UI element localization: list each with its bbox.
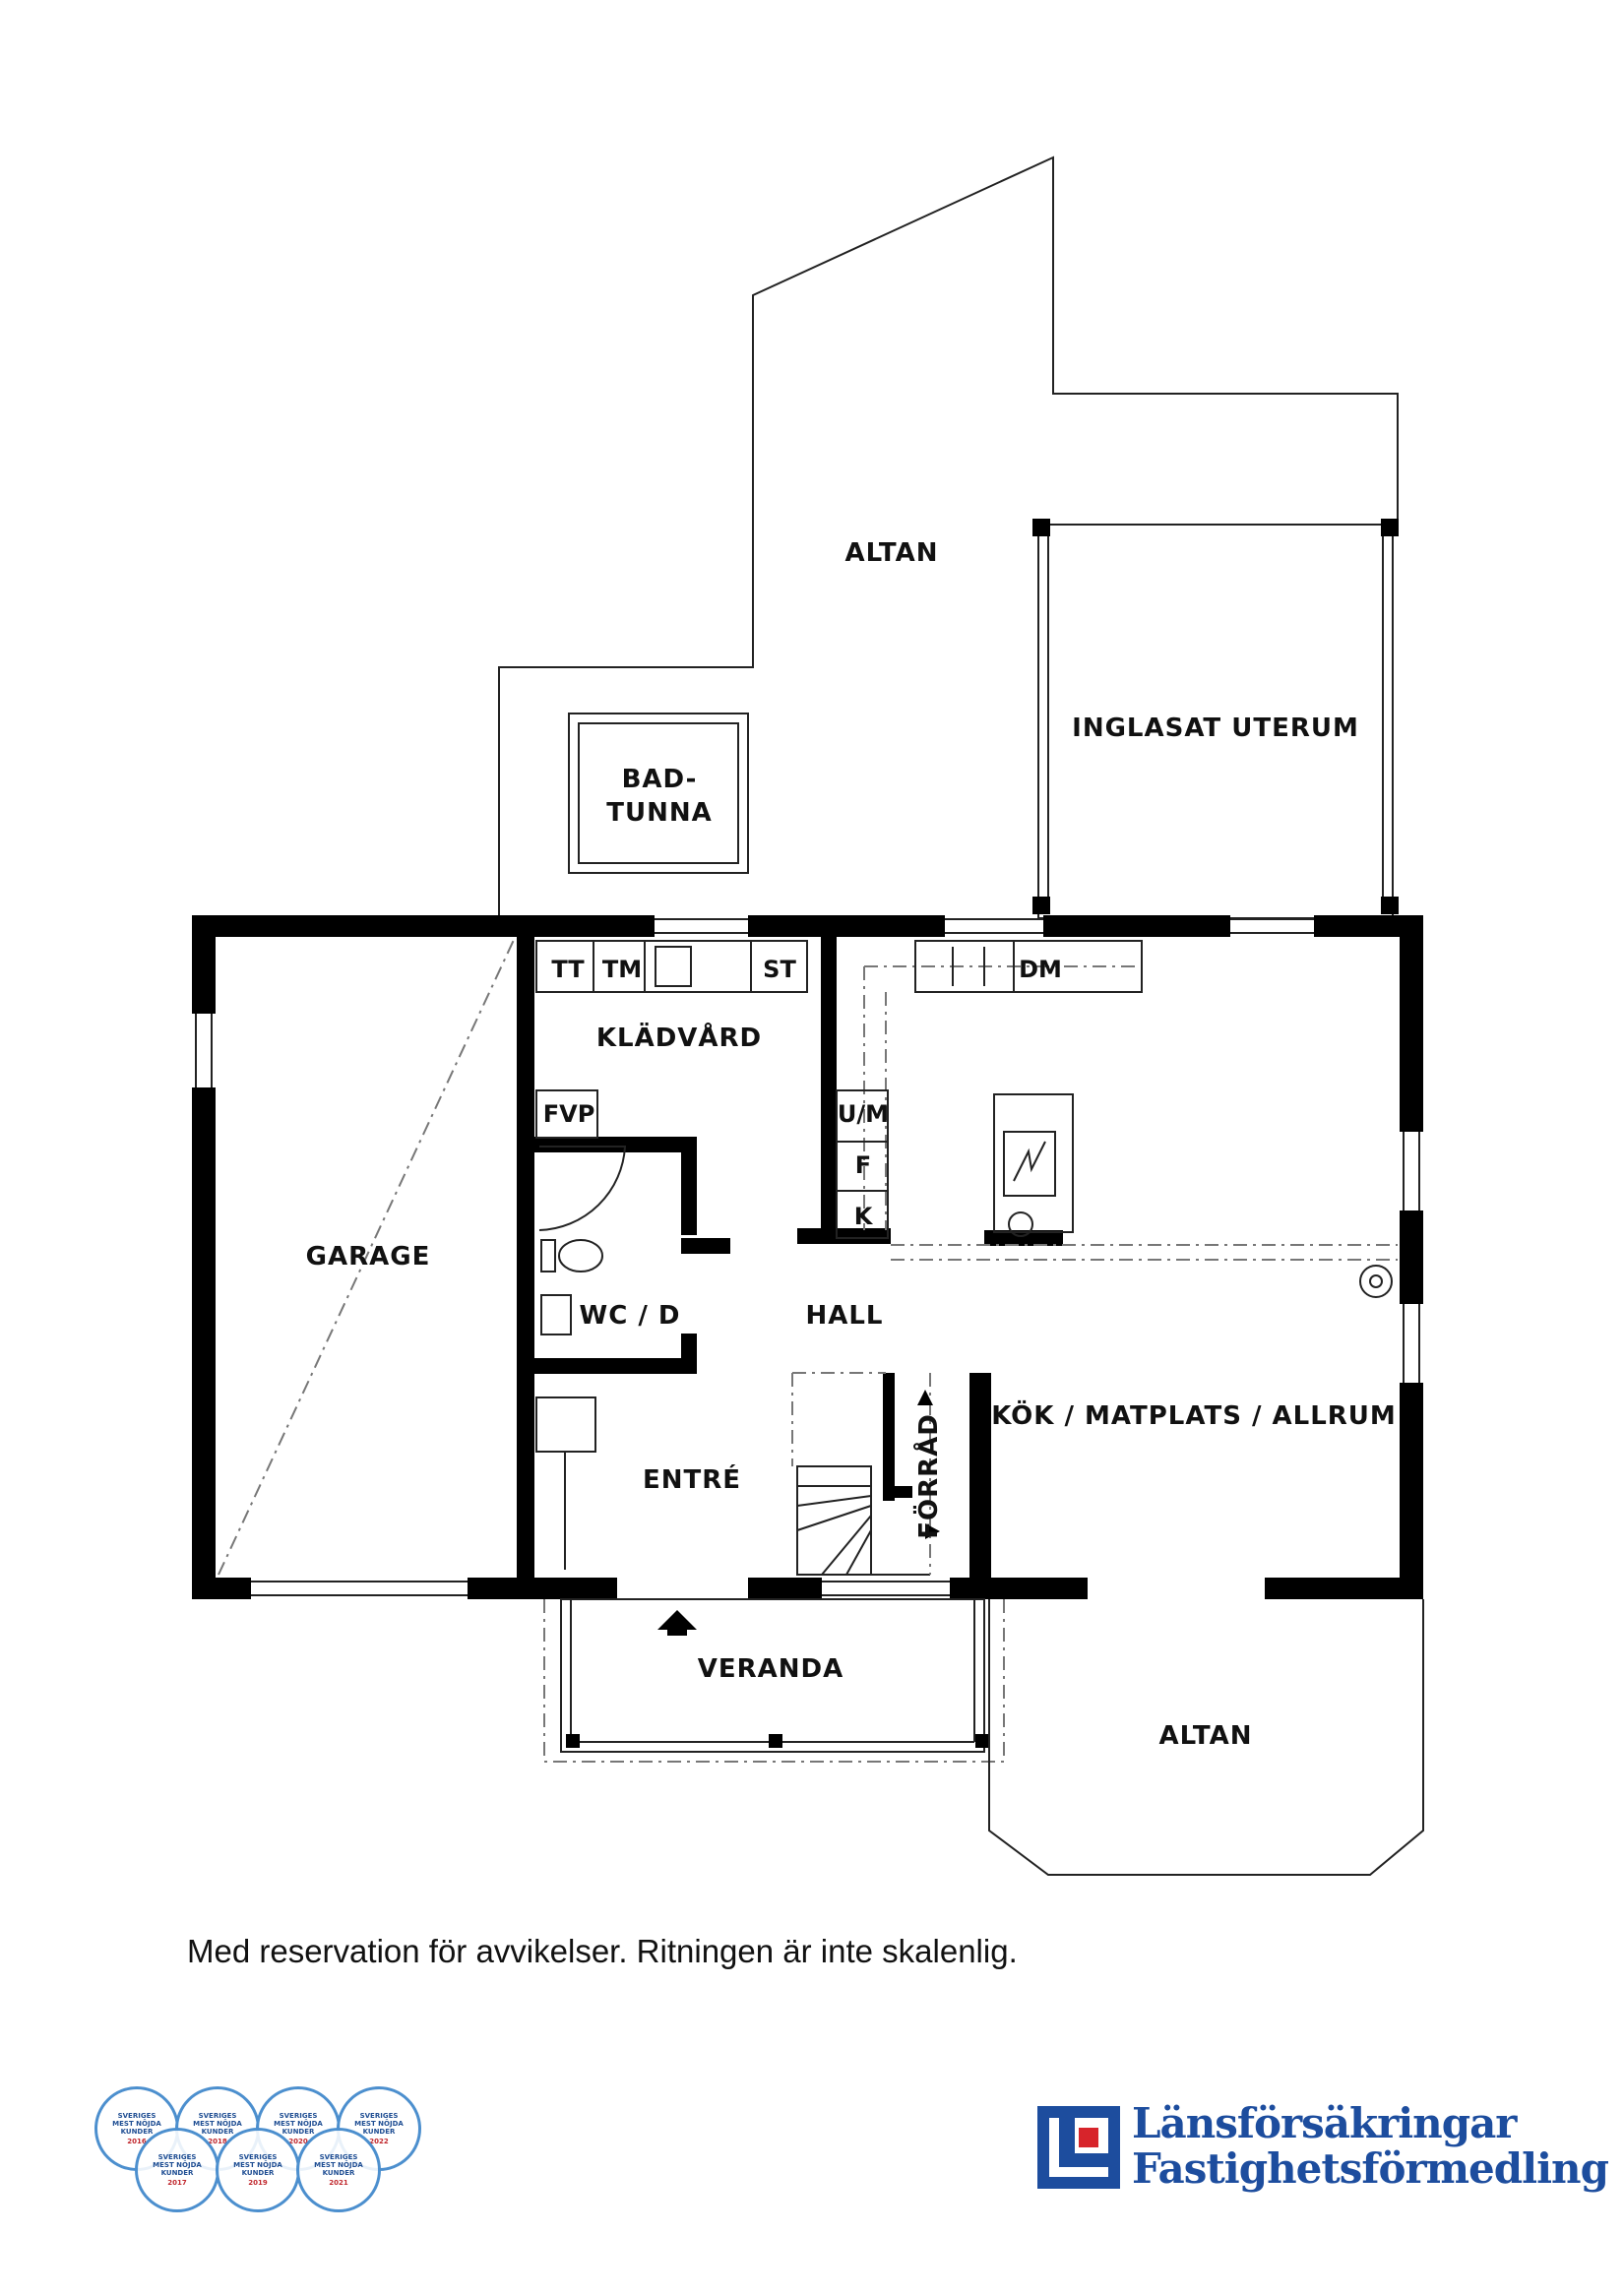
label-badtunna-1: BAD- bbox=[622, 765, 698, 794]
label-altan-south: ALTAN bbox=[1159, 1721, 1253, 1751]
label-kok: KÖK / MATPLATS / ALLRUM bbox=[991, 1398, 1397, 1431]
entrance-arrow bbox=[657, 1610, 697, 1636]
label-hall: HALL bbox=[805, 1301, 883, 1331]
company-logo: Länsförsäkringar Fastighetsförmedling bbox=[1037, 2101, 1609, 2200]
label-forrad: FÖRRÅD bbox=[911, 1413, 944, 1539]
label-entre: ENTRÉ bbox=[643, 1463, 741, 1495]
logo-wordmark: Länsförsäkringar Fastighetsförmedling bbox=[1132, 2099, 1609, 2193]
altan-north-outline bbox=[498, 155, 1399, 915]
label-wc-d: WC / D bbox=[580, 1301, 681, 1331]
label-fvp: FVP bbox=[543, 1100, 595, 1128]
label-veranda: VERANDA bbox=[698, 1654, 844, 1684]
label-st: ST bbox=[763, 956, 796, 983]
exterior-walls bbox=[192, 915, 1423, 1599]
garage-door-swing bbox=[218, 939, 515, 1576]
kitchen-island bbox=[993, 1093, 1074, 1233]
veranda-outline bbox=[543, 1598, 1005, 1763]
badtunna-outline bbox=[568, 713, 749, 874]
label-inglasat-uterum: INGLASAT UTERUM bbox=[1072, 714, 1359, 743]
label-f: F bbox=[855, 1151, 871, 1179]
stove bbox=[1359, 1265, 1393, 1298]
label-tt: TT bbox=[551, 956, 585, 983]
logo-line-2: Fastighetsförmedling bbox=[1132, 2144, 1609, 2193]
label-dm: DM bbox=[1019, 956, 1062, 983]
logo-line-1: Länsförsäkringar bbox=[1132, 2099, 1517, 2147]
staircase bbox=[791, 1372, 940, 1576]
label-k: K bbox=[854, 1203, 874, 1230]
altan-south-outline bbox=[988, 1599, 1424, 1876]
logo-mark-icon bbox=[1037, 2106, 1120, 2189]
label-tm: TM bbox=[602, 956, 642, 983]
label-garage: GARAGE bbox=[306, 1242, 431, 1272]
label-altan-north: ALTAN bbox=[845, 538, 939, 568]
label-kladvard: KLÄDVÅRD bbox=[596, 1022, 762, 1053]
label-um: U/M bbox=[838, 1100, 889, 1128]
windows bbox=[195, 918, 1420, 1596]
interior-walls bbox=[517, 925, 1063, 1589]
label-badtunna-2: TUNNA bbox=[606, 798, 713, 828]
disclaimer-text: Med reservation för avvikelser. Ritninge… bbox=[187, 1933, 1018, 1969]
